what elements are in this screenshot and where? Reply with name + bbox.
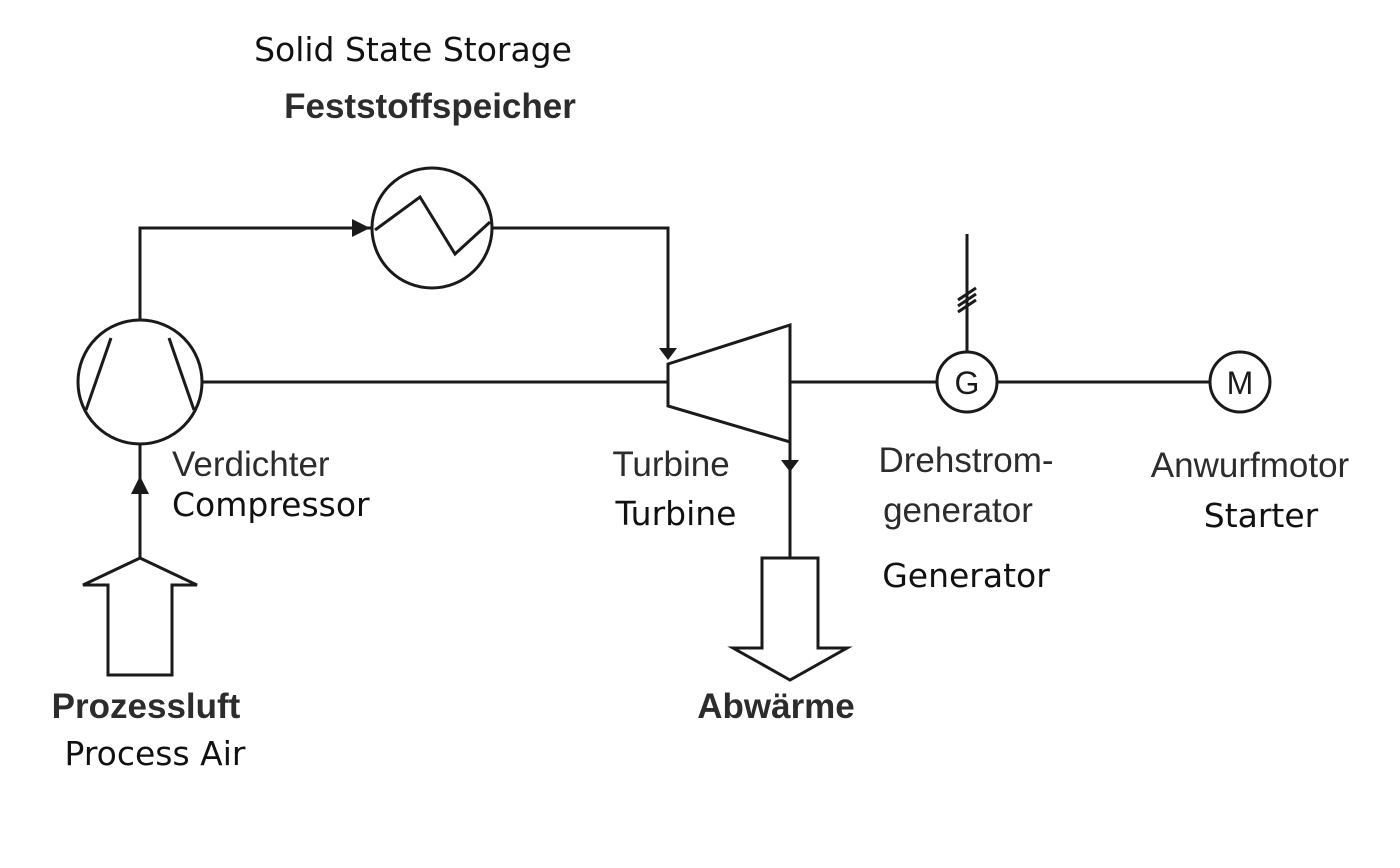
label-storage-en: Solid State Storage [254, 30, 572, 69]
labels: Solid State Storage Feststoffspeicher Ve… [52, 30, 1350, 773]
generator-icon: G [935, 350, 999, 414]
three-phase-hatch-icon [957, 286, 977, 314]
arrow-air-inlet-icon [131, 476, 149, 494]
label-generator-en: Generator [882, 556, 1050, 595]
label-waste-heat-de: Abwärme [697, 687, 855, 726]
label-generator-de-1: Drehstrom- [878, 441, 1053, 480]
arrow-turbine-outlet-icon [781, 460, 799, 472]
flow-arrows [131, 219, 799, 494]
waste-heat-arrow-icon [727, 556, 853, 682]
label-process-air-en: Process Air [65, 734, 246, 773]
label-turbine-en: Turbine [615, 494, 737, 533]
label-process-air-de: Prozessluft [52, 687, 241, 726]
label-starter-de: Anwurfmotor [1151, 446, 1350, 485]
turbine-icon [666, 322, 792, 445]
label-compressor-en: Compressor [172, 485, 370, 524]
label-generator-de-2: generator [883, 491, 1033, 530]
label-turbine-de: Turbine [612, 445, 729, 484]
starter-motor-icon: M [1208, 350, 1272, 414]
generator-letter: G [955, 365, 980, 401]
arrow-turbine-inlet-icon [659, 348, 677, 360]
label-storage-de: Feststoffspeicher [284, 87, 576, 126]
process-air-arrow-icon [82, 556, 198, 677]
motor-letter: M [1227, 365, 1254, 401]
pipe-storage-to-turbine [492, 226, 670, 350]
pipe-compressor-to-storage [138, 226, 372, 325]
label-starter-en: Starter [1204, 496, 1319, 535]
arrow-to-storage-icon [352, 219, 370, 237]
label-compressor-de: Verdichter [172, 445, 330, 484]
storage-heat-exchanger-icon [370, 166, 494, 290]
compressor-icon [76, 318, 204, 446]
